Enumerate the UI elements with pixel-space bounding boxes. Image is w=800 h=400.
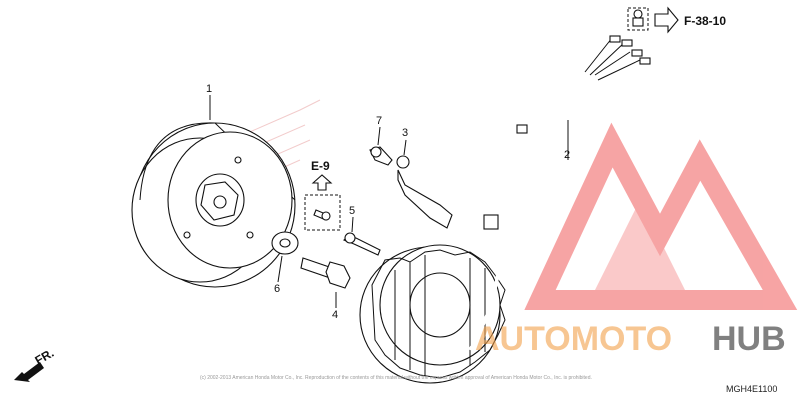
callout-1: 1	[206, 83, 212, 95]
stator-bolt-part[interactable]	[343, 232, 381, 256]
flywheel-bolt-part[interactable]	[300, 257, 351, 289]
front-label: FR.	[33, 346, 57, 368]
ref-f3810[interactable]: F-38-10	[684, 14, 726, 28]
callout-4: 4	[332, 309, 338, 321]
f3810-ref[interactable]	[627, 6, 679, 34]
callout-2: 2	[564, 149, 570, 161]
watermark-text-2: HUB	[712, 320, 786, 358]
watermark-text-1: AUTOMOTO	[475, 320, 672, 358]
callout-5: 5	[349, 205, 355, 217]
wire-harness[interactable]	[468, 35, 651, 351]
ref-e9[interactable]: E-9	[311, 159, 330, 173]
leader-lines	[209, 95, 569, 308]
washer-part[interactable]	[271, 231, 299, 255]
callout-6: 6	[274, 283, 280, 295]
wire-clamp-part[interactable]	[396, 155, 453, 229]
clamp-bolt-part[interactable]	[369, 146, 393, 166]
front-arrow-icon	[14, 362, 44, 382]
callout-3: 3	[402, 127, 408, 139]
callout-7: 7	[376, 115, 382, 127]
diagram-code: MGH4E1100	[726, 384, 777, 394]
stator-part[interactable]	[359, 244, 506, 384]
e9-ref-bolt[interactable]	[304, 174, 341, 231]
copyright-text: (c) 2002-2013 American Honda Motor Co., …	[200, 375, 592, 381]
flywheel-part[interactable]	[131, 122, 296, 288]
watermark-logo	[524, 122, 798, 310]
